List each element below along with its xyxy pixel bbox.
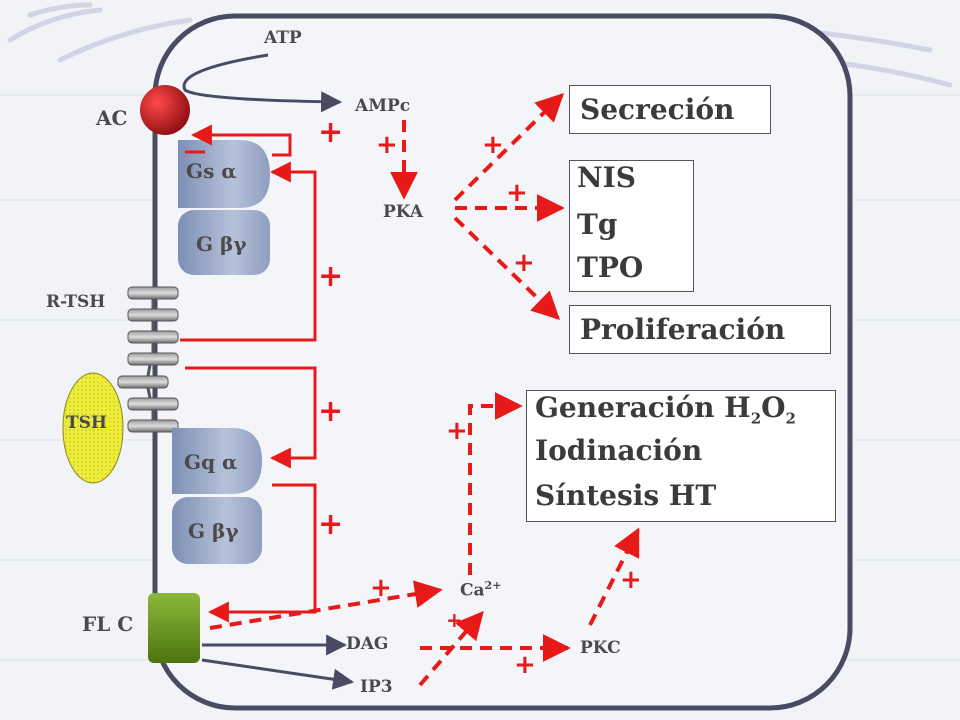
plus-sign: +	[370, 573, 392, 603]
iodinacion-text: Iodinación	[535, 434, 703, 467]
g-beta-gamma-top-label: G βγ	[196, 232, 247, 256]
g-beta-gamma-bottom-label: G βγ	[188, 519, 239, 543]
tpo-text: TPO	[577, 251, 644, 284]
r-tsh-label: R-TSH	[46, 292, 106, 312]
gs-alpha-shape	[178, 140, 270, 208]
secrecion-text: Secreción	[580, 93, 735, 126]
ip3-label: IP3	[360, 677, 393, 697]
plus-sign: +	[482, 130, 504, 160]
plus-sign: +	[446, 608, 463, 632]
ca-label: Ca2+	[460, 579, 502, 601]
tsh-hormone	[62, 372, 124, 484]
pka-label: PKA	[383, 202, 424, 222]
plus-sign: +	[318, 115, 344, 150]
secrecion-box	[569, 85, 771, 134]
ac-enzyme	[140, 85, 190, 135]
sintesis-text: Síntesis HT	[535, 479, 717, 512]
plus-sign: +	[506, 178, 528, 208]
plus-sign: +	[318, 507, 344, 542]
ampc-label: AMPc	[355, 96, 411, 116]
generacion-box	[526, 390, 836, 522]
pkc-label: PKC	[580, 638, 621, 658]
plus-sign: +	[514, 650, 536, 680]
gq-alpha-label: Gq α	[184, 450, 238, 474]
receptor-link	[146, 299, 155, 420]
plus-sign: +	[446, 416, 468, 446]
nis-tg-tpo-box	[569, 160, 694, 292]
red-dashed-arrows	[209, 93, 640, 687]
atp-label: ATP	[264, 28, 302, 48]
proliferacion-text: Proliferación	[580, 313, 786, 346]
plus-sign: +	[318, 259, 344, 294]
plus-sign: +	[620, 565, 642, 595]
tsh-receptor	[117, 286, 179, 433]
plus-sign: +	[513, 248, 535, 278]
flc-label: FL C	[82, 612, 134, 636]
ac-label: AC	[96, 106, 128, 130]
flc-enzyme	[148, 593, 200, 663]
gs-alpha-label: Gs α	[186, 159, 237, 183]
g-beta-gamma-top-shape	[178, 210, 270, 275]
red-feedback-arrows	[180, 124, 317, 623]
tg-text: Tg	[577, 208, 618, 241]
tsh-label: TSH	[66, 413, 107, 433]
g-beta-gamma-bottom-shape	[172, 497, 262, 564]
flc-product-arrows	[201, 634, 355, 690]
gq-alpha-shape	[172, 428, 262, 494]
plus-sign: +	[376, 130, 398, 160]
dag-label: DAG	[346, 634, 389, 654]
atp-to-ampc-arrow	[182, 53, 343, 113]
generacion-text: Generación H2O2	[535, 391, 796, 428]
proliferacion-box	[569, 305, 831, 354]
nis-text: NIS	[577, 161, 636, 194]
plus-sign: +	[318, 394, 344, 429]
